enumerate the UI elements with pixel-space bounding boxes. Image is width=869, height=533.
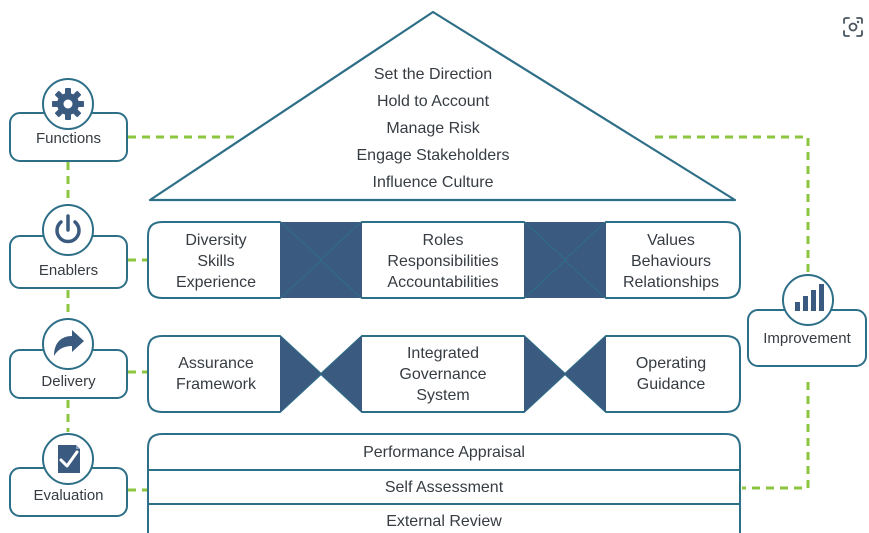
bowtie-top (524, 222, 606, 260)
text-line: Integrated (406, 345, 480, 362)
enablers-row (147, 221, 741, 299)
delivery-label: Delivery (41, 373, 96, 390)
share-arrow-icon (54, 330, 84, 356)
bowtie-right (321, 336, 362, 412)
enablers-right-box (563, 221, 741, 299)
stage-improvement (747, 274, 867, 367)
gear-icon (52, 88, 84, 120)
text-line: Guidance (636, 376, 706, 393)
enablers-left-text: Diversity Skills Experience (155, 230, 277, 293)
power-icon (55, 214, 81, 244)
text-line: Accountabilities (387, 274, 499, 291)
text-line: Roles (422, 232, 464, 249)
text-line: Behaviours (630, 253, 712, 270)
improvement-label: Improvement (763, 330, 851, 347)
evaluation-row-text: Performance Appraisal (363, 444, 525, 461)
evaluation-row-text: External Review (386, 513, 502, 530)
dashed-connectors (66, 135, 810, 492)
checklist-icon (58, 445, 80, 473)
roof-text: Set the Direction Hold to Account Manage… (330, 64, 536, 193)
text-line: Framework (175, 376, 256, 393)
roof-line: Engage Stakeholders (356, 147, 510, 164)
evaluation-box (147, 433, 741, 533)
bowtie-left (524, 222, 565, 298)
delivery-middle-text: Integrated Governance System (360, 343, 526, 406)
delivery-right-text: Operating Guidance (606, 353, 736, 395)
bowtie-right (321, 222, 362, 298)
delivery-row (147, 335, 741, 413)
bowtie-bottom (280, 260, 362, 298)
evaluation-outline (147, 433, 741, 533)
connector-improvement-evaluation (742, 382, 810, 490)
enablers-left-box (147, 221, 323, 299)
bowtie-right (565, 336, 606, 412)
text-line: Experience (175, 274, 257, 291)
roof-line: Influence Culture (372, 174, 494, 191)
functions-label: Functions (35, 130, 102, 147)
text-line: Responsibilities (387, 253, 499, 270)
text-line: Operating (635, 355, 707, 372)
roof-triangle (148, 10, 737, 202)
enablers-right-text: Values Behaviours Relationships (606, 230, 736, 293)
roof-line: Manage Risk (386, 120, 480, 137)
text-line: Governance (399, 366, 487, 383)
bowtie-left (280, 336, 321, 412)
lens-scan-icon (843, 17, 863, 37)
stage-delivery (9, 318, 128, 399)
stage-evaluation (9, 433, 128, 517)
bowtie-left (524, 336, 565, 412)
bowtie-top (280, 222, 362, 260)
bowtie-right (565, 222, 606, 298)
connector-roof-improvement (655, 135, 810, 276)
bowtie-left (280, 222, 321, 298)
stage-enablers (9, 204, 128, 289)
text-line: Relationships (622, 274, 720, 291)
lens-scan-button[interactable] (838, 12, 868, 42)
text-line: Skills (197, 253, 235, 270)
delivery-left-text: Assurance Framework (155, 353, 277, 395)
text-line: Values (647, 232, 695, 249)
text-line: Assurance (178, 355, 254, 372)
enablers-middle-text: Roles Responsibilities Accountabilities (360, 230, 526, 293)
roof-line: Set the Direction (373, 66, 493, 83)
bowtie-bottom (524, 260, 606, 298)
bar-chart-icon (795, 284, 824, 311)
evaluation-row-text: Self Assessment (384, 479, 504, 496)
text-line: System (416, 387, 470, 404)
enablers-label: Enablers (38, 262, 99, 279)
text-line: Diversity (185, 232, 247, 249)
roof-line: Hold to Account (376, 93, 490, 110)
stage-functions (9, 78, 128, 162)
delivery-left-box (147, 335, 323, 413)
evaluation-label: Evaluation (33, 487, 104, 504)
delivery-right-box (563, 335, 741, 413)
